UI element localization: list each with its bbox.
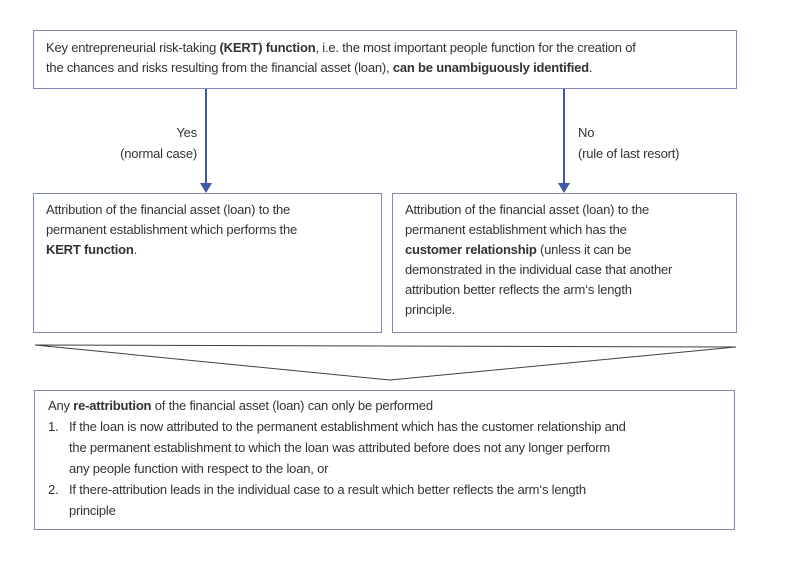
customer-relationship-attribution-box: Attribution of the financial asset (loan…: [392, 193, 737, 333]
list-item-text: If there-attribution leads in the indivi…: [69, 482, 586, 518]
kert-attribution-box: Attribution of the financial asset (loan…: [33, 193, 382, 333]
list-item-number: 2.: [48, 482, 59, 497]
arrow-line: [563, 89, 565, 184]
yes-branch-label: Yes (normal case): [40, 122, 197, 164]
kert-identification-box: Key entrepreneurial risk-taking (KERT) f…: [33, 30, 737, 89]
list-item: 2. If there-attribution leads in the ind…: [48, 479, 722, 521]
list-item-text: If the loan is now attributed to the per…: [69, 419, 626, 476]
reattribution-intro-text: Any re-attribution of the financial asse…: [48, 398, 433, 413]
no-label: No: [578, 125, 595, 140]
list-item-number: 1.: [48, 419, 59, 434]
yes-sublabel: (normal case): [120, 146, 197, 161]
arrow-down-icon: [558, 183, 570, 193]
no-sublabel: (rule of last resort): [578, 146, 680, 161]
list-item: 1. If the loan is now attributed to the …: [48, 416, 722, 479]
customer-relationship-attribution-text: Attribution of the financial asset (loan…: [405, 202, 673, 317]
no-arrow: [558, 89, 570, 193]
no-branch-label: No (rule of last resort): [578, 122, 679, 164]
kert-identification-text: Key entrepreneurial risk-taking (KERT) f…: [46, 40, 636, 75]
kert-attribution-text: Attribution of the financial asset (loan…: [46, 202, 298, 257]
funnel-triangle-shape: [34, 344, 737, 381]
yes-label: Yes: [176, 125, 197, 140]
arrow-down-icon: [200, 183, 212, 193]
reattribution-conditions-list: 1. If the loan is now attributed to the …: [48, 416, 722, 521]
arrow-line: [205, 89, 207, 184]
yes-arrow: [200, 89, 212, 193]
reattribution-box: Any re-attribution of the financial asse…: [34, 390, 735, 530]
funnel-merge-icon: [34, 344, 737, 381]
